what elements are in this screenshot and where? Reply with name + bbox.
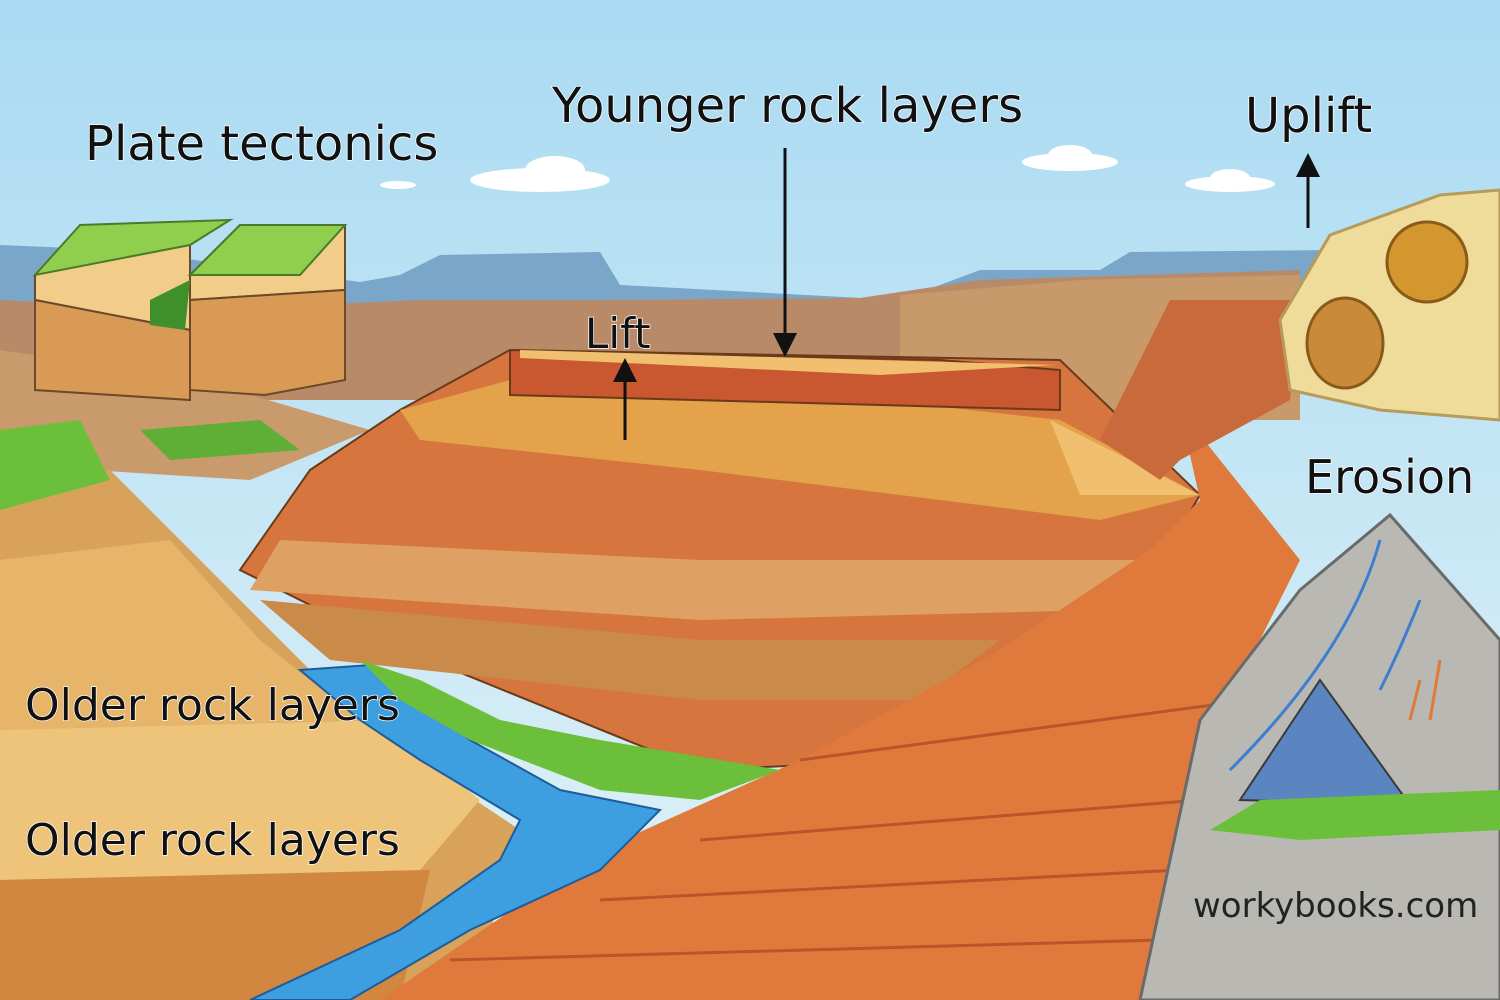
arrows (613, 148, 1320, 440)
erosion-mountain (1138, 512, 1500, 1000)
fossil-rock (1278, 188, 1500, 422)
central-mesa (238, 348, 1202, 772)
clouds (380, 145, 1275, 192)
label-older-rock-layers-upper: Older rock layers (25, 680, 400, 731)
plate-block (32, 218, 348, 402)
label-plate-tectonics: Plate tectonics (85, 116, 438, 172)
label-younger-rock-layers: Younger rock layers (551, 78, 1023, 134)
label-erosion: Erosion (1305, 450, 1474, 504)
river (249, 660, 780, 1000)
label-uplift: Uplift (1245, 88, 1372, 144)
label-lift: Lift (585, 309, 651, 358)
shell-fossil-icon (1305, 296, 1385, 390)
ammonite-fossil-icon (1385, 220, 1469, 304)
label-older-rock-layers-lower: Older rock layers (25, 815, 400, 866)
watermark: workybooks.com (1193, 886, 1478, 926)
